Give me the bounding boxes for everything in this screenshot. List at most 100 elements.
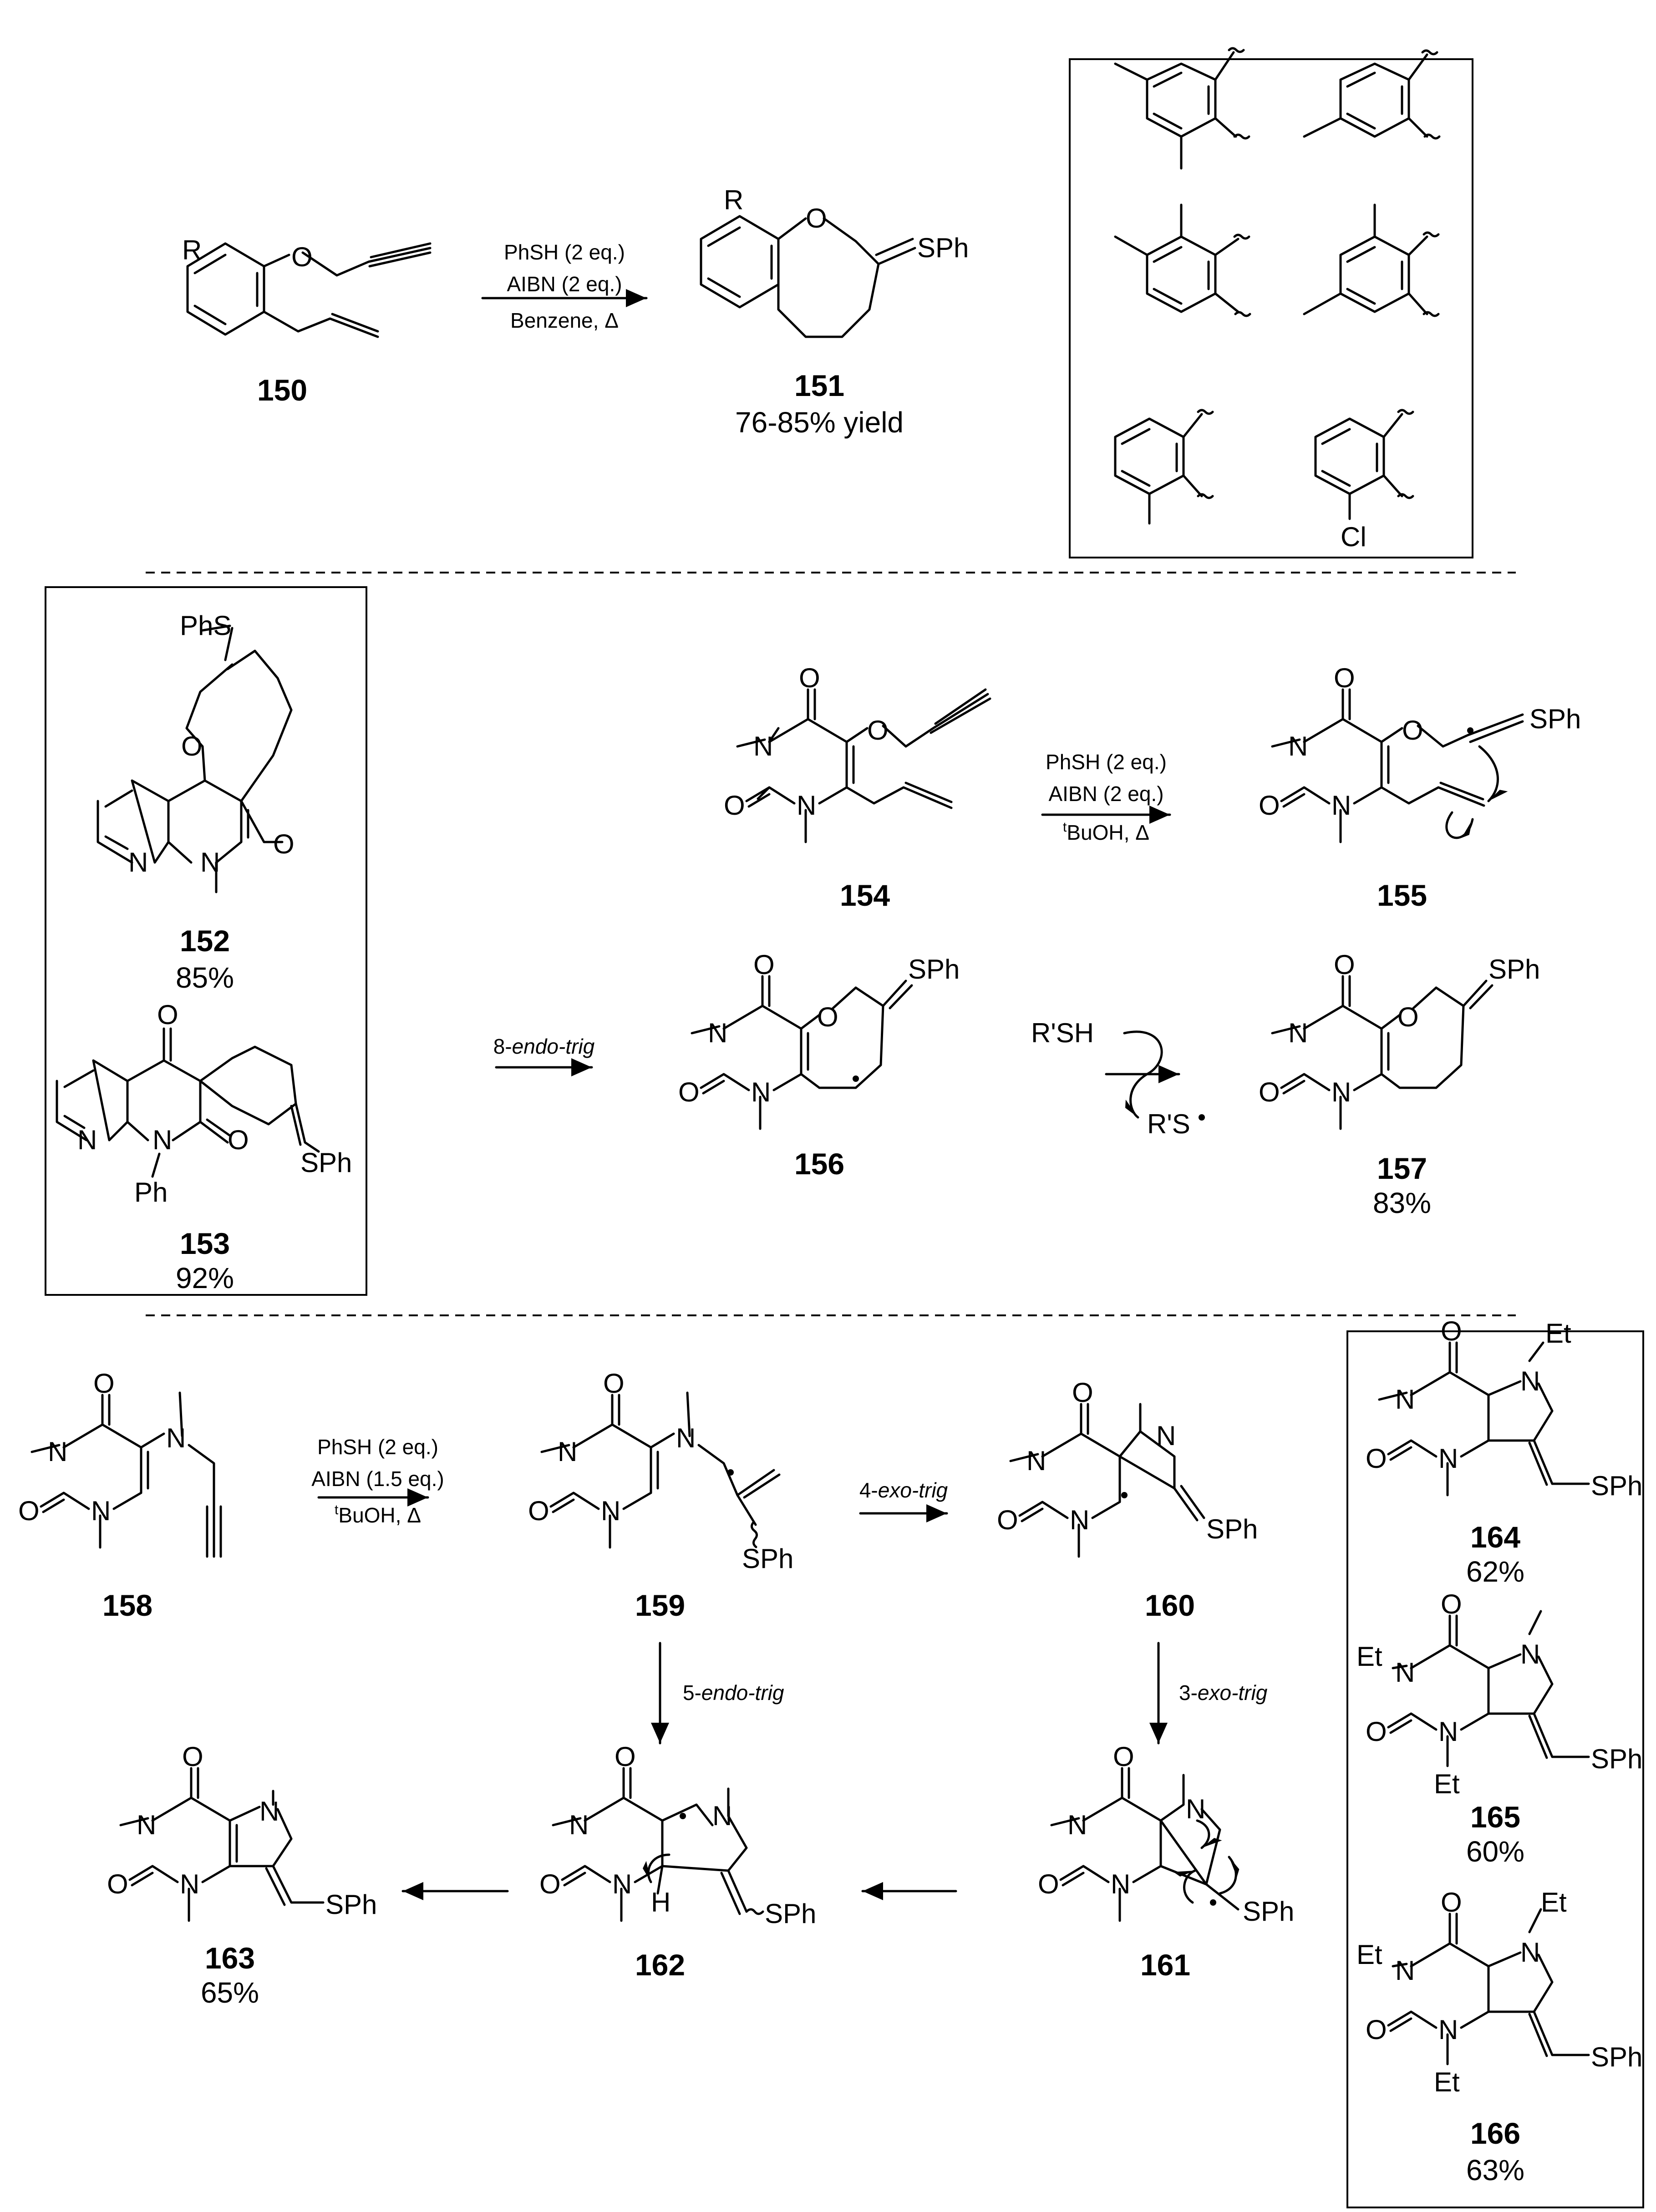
yield: 76-85% yield: [735, 406, 904, 439]
atom-O: O: [603, 1368, 625, 1399]
atom-O: O: [753, 949, 775, 980]
atom-O: O: [291, 242, 313, 272]
aryl-variant-5: [1114, 409, 1214, 525]
atom-O: O: [18, 1496, 40, 1526]
atom-SPh: SPh: [742, 1543, 793, 1574]
atom-O: O: [806, 203, 827, 233]
atom-N: N: [1288, 1018, 1308, 1048]
compound-id: 163: [205, 1941, 255, 1975]
atom-O: O: [157, 999, 178, 1030]
compound-id: 164: [1470, 1520, 1520, 1554]
compound-id: 156: [794, 1147, 844, 1181]
thiyl-radical: R'S: [1147, 1109, 1190, 1139]
atom-O: O: [1441, 1887, 1462, 1918]
atom-N: N: [1438, 2014, 1458, 2045]
atom-O: O: [539, 1869, 561, 1899]
atom-O: O: [1259, 790, 1280, 821]
condition-line-2: AIBN (1.5 eq.): [311, 1467, 444, 1491]
cyclization-arrow-8-endo: 8-endo-trig: [493, 1035, 595, 1076]
thiol-reagent: R'SH: [1031, 1018, 1094, 1048]
aryl-variant-2: [1303, 49, 1441, 140]
atom-N: N: [1331, 790, 1351, 821]
atom-N: N: [708, 1018, 727, 1048]
aryl-variant-4: [1303, 203, 1440, 317]
yield: 85%: [176, 961, 234, 994]
atom-SPh: SPh: [1529, 704, 1581, 734]
condition-line-1: PhSH (2 eq.): [317, 1435, 438, 1459]
yield: 92%: [176, 1262, 234, 1294]
atom-SPh: SPh: [1591, 2042, 1642, 2072]
yield: 83%: [1373, 1187, 1431, 1219]
compound-154: O O O N N 154: [724, 663, 991, 912]
yield: 65%: [201, 1976, 259, 2009]
atom-N: N: [1288, 731, 1308, 761]
compound-id: 150: [257, 373, 307, 407]
atom-N: N: [1438, 1443, 1458, 1474]
atom-Et: Et: [1434, 2067, 1460, 2097]
atom-O: O: [799, 663, 820, 693]
compound-151: O R SPh 151 76-85% yield: [700, 185, 969, 439]
atom-O: O: [228, 1125, 249, 1155]
atom-O: O: [997, 1505, 1018, 1535]
atom-N: N: [1438, 1716, 1458, 1747]
atom-N: N: [753, 731, 773, 761]
atom-N: N: [797, 790, 816, 821]
atom-SPh: SPh: [1591, 1471, 1642, 1501]
atom-O: O: [528, 1496, 549, 1526]
atom-H: H: [651, 1887, 671, 1918]
atom-O: O: [1038, 1869, 1059, 1899]
cyclization-arrow-3-exo: 3-exo-trig: [1149, 1642, 1268, 1745]
compound-150: O R 150: [182, 235, 432, 407]
atom-SPh: SPh: [300, 1147, 352, 1178]
atom-O: O: [867, 715, 889, 746]
cyclization-label: 5-endo-trig: [683, 1681, 784, 1705]
atom-O: O: [817, 1002, 838, 1032]
compound-id: 166: [1470, 2116, 1520, 2150]
compound-id: 153: [180, 1227, 230, 1260]
atom-N: N: [91, 1496, 111, 1526]
compound-158: O O N N N 158: [18, 1368, 222, 1622]
substituent-pattern-box: [1069, 58, 1473, 558]
atom-N: N: [1395, 1955, 1415, 1986]
atom-O: O: [1402, 715, 1423, 746]
atom-O: O: [1113, 1741, 1134, 1772]
atom-N: N: [676, 1423, 696, 1453]
cyclization-arrow-4-exo: 4-exo-trig: [859, 1478, 948, 1522]
atom-N: N: [712, 1801, 732, 1831]
compound-id: 161: [1140, 1948, 1190, 1982]
condition-line-1: PhSH (2 eq.): [504, 240, 625, 264]
atom-O: O: [1259, 1077, 1280, 1107]
atom-R: R: [182, 235, 202, 265]
atom-SPh: SPh: [908, 954, 960, 984]
atom-N: N: [128, 847, 148, 878]
atom-O: O: [678, 1077, 700, 1107]
yield: 63%: [1466, 2154, 1524, 2187]
compound-id: 158: [102, 1588, 152, 1622]
atom-O: O: [1441, 1589, 1462, 1619]
compound-163: O O N N N SPh 163 65%: [107, 1741, 377, 2009]
condition-line-1: PhSH (2 eq.): [1046, 750, 1167, 774]
atom-N: N: [1520, 1937, 1540, 1968]
atom-SPh: SPh: [1488, 954, 1540, 984]
atom-N: N: [601, 1496, 620, 1526]
atom-N: N: [1520, 1639, 1540, 1669]
reaction-arrow-2: PhSH (2 eq.) AIBN (2 eq.) tBuOH, Δ: [1041, 750, 1171, 844]
atom-O: O: [1334, 663, 1355, 693]
atom-O: O: [273, 829, 295, 859]
condition-line-2: AIBN (2 eq.): [507, 272, 622, 296]
compound-id: 159: [635, 1588, 685, 1622]
compound-165: O O N N N Et Et SPh 165 60%: [1356, 1589, 1642, 1868]
atom-PhS: PhS: [180, 610, 231, 641]
atom-N: N: [259, 1796, 279, 1826]
compound-id: 157: [1377, 1152, 1427, 1185]
atom-Et: Et: [1545, 1318, 1571, 1349]
condition-line-3: tBuOH, Δ: [335, 1502, 421, 1527]
condition-line-3: tBuOH, Δ: [1063, 820, 1149, 844]
atom-Et: Et: [1434, 1769, 1460, 1799]
cyclization-label: 4-exo-trig: [859, 1478, 948, 1502]
atom-O: O: [1441, 1316, 1462, 1346]
example-box-164-166: [1346, 1330, 1644, 2208]
atom-SPh: SPh: [917, 233, 969, 263]
atom-N: N: [48, 1436, 67, 1467]
